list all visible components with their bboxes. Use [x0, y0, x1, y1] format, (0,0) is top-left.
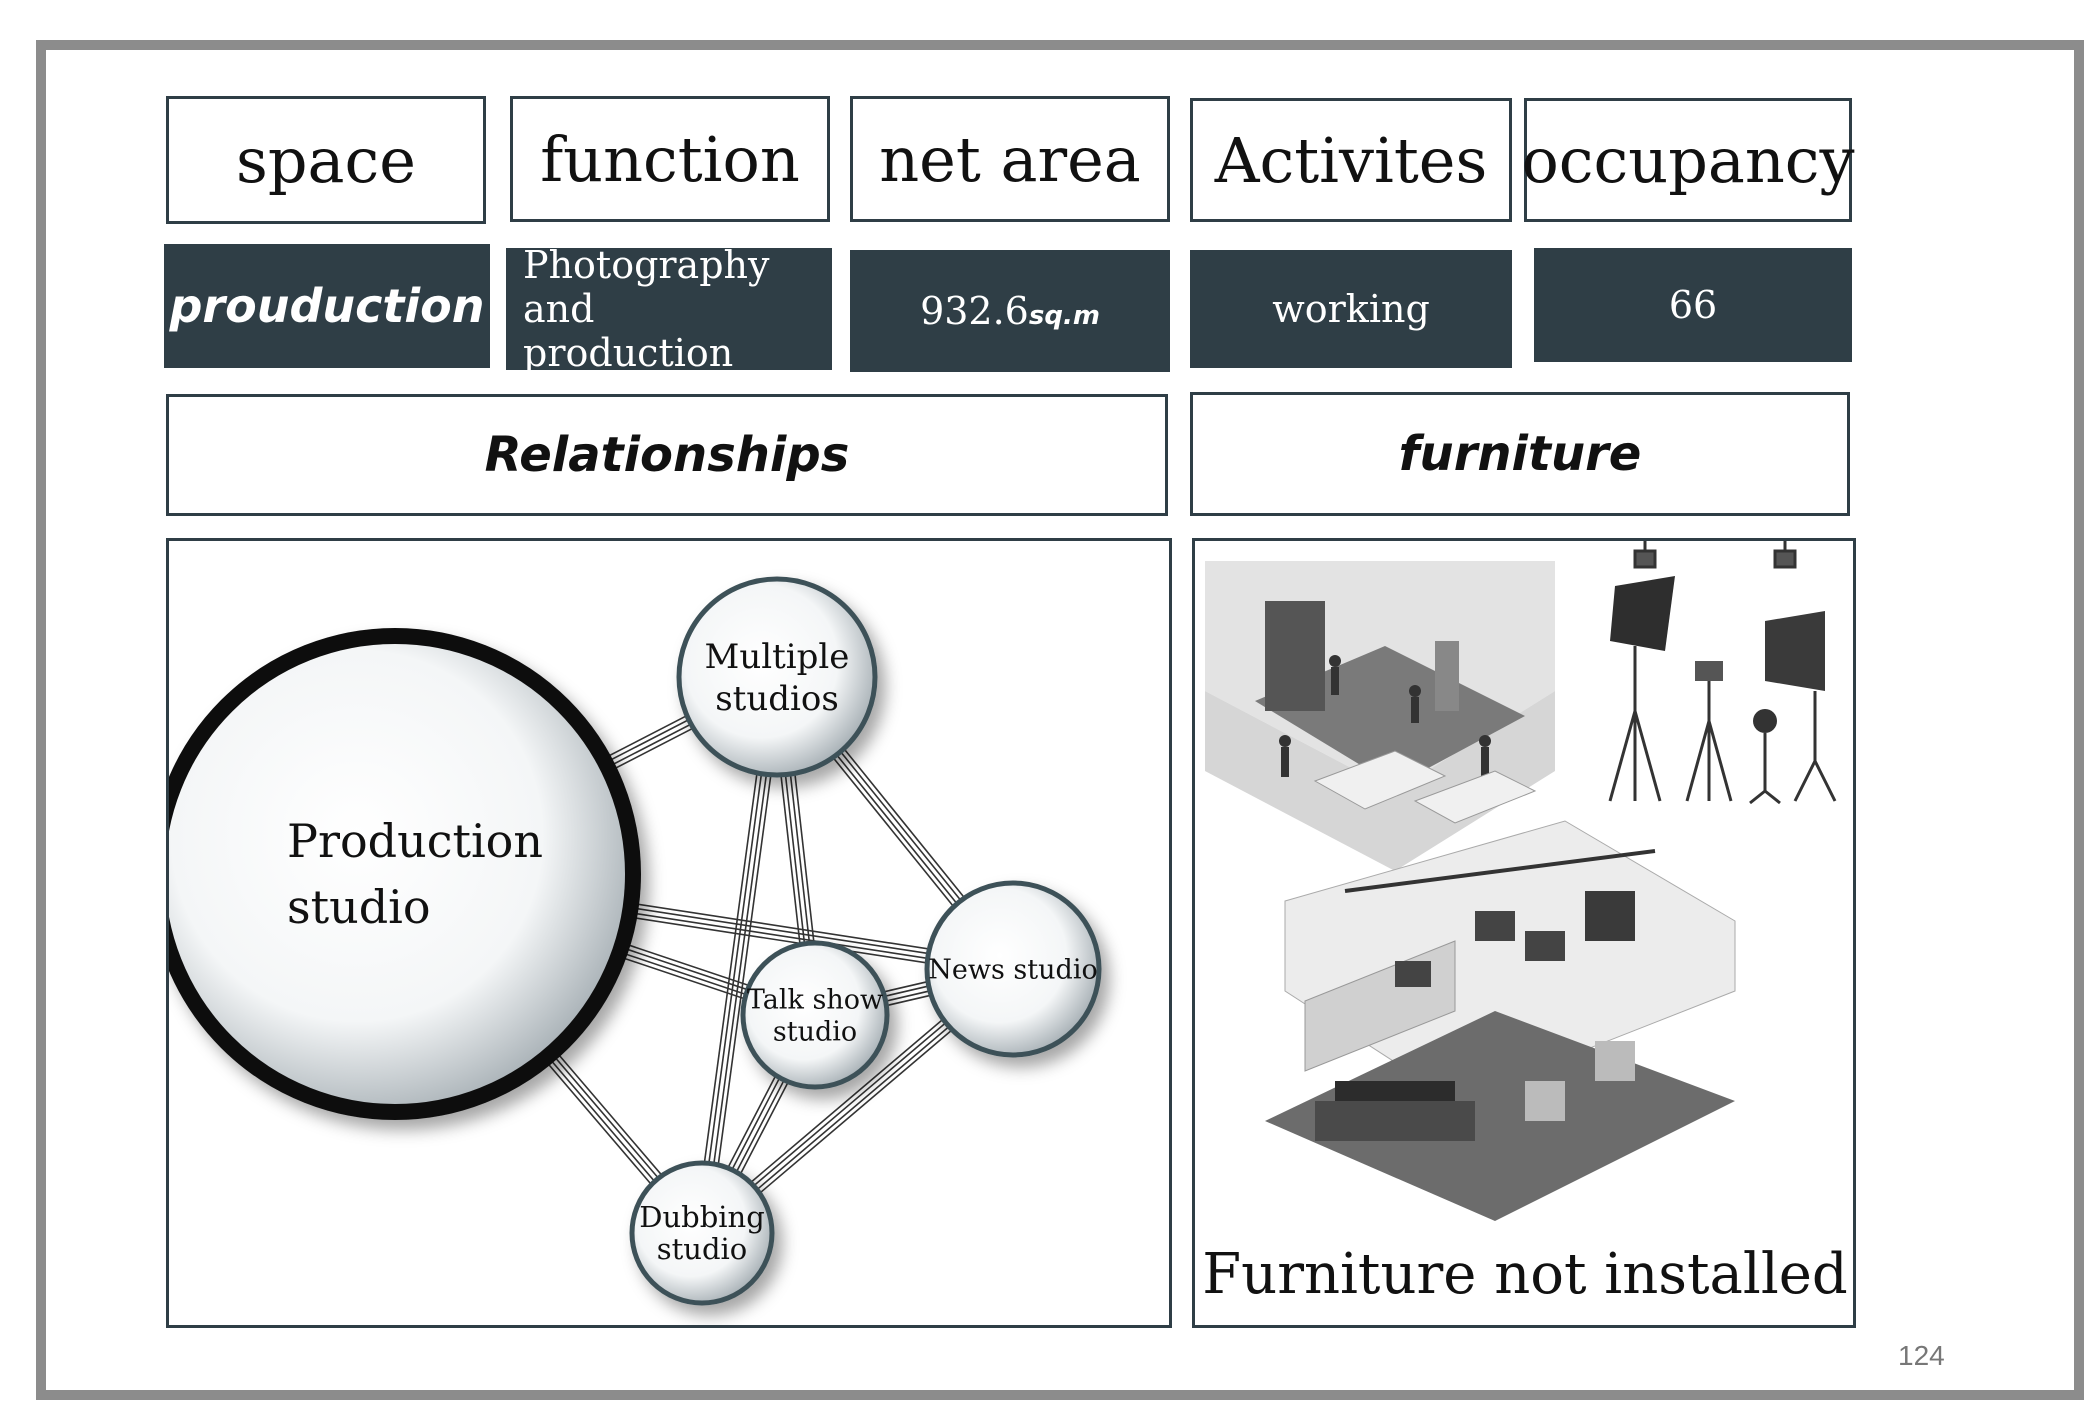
lighting-equipment-illustration — [1608, 541, 1837, 805]
value-function-line1: Photography and — [523, 243, 770, 331]
value-space-text: prouduction — [169, 279, 485, 333]
header-function: function — [510, 96, 830, 222]
value-function: Photography and production — [506, 243, 832, 375]
value-occupancy-text: 66 — [1668, 283, 1718, 327]
node-label-multiple: Multiple — [705, 637, 850, 677]
furniture-title-box: furniture — [1190, 392, 1850, 516]
furniture-panel: Furniture not installed — [1192, 538, 1856, 1328]
node-label-production: studio — [287, 880, 431, 934]
value-occupancy: 66 — [1534, 248, 1852, 362]
header-activities-label: Activites — [1214, 123, 1488, 197]
header-space: space — [166, 96, 486, 224]
furniture-illustration: Furniture not installed — [1202, 541, 1848, 1307]
node-circle-dubbing — [629, 1160, 775, 1306]
node-label-dubbing: Dubbing — [639, 1200, 765, 1234]
node-circle-talk — [740, 940, 890, 1090]
header-net-area: net area — [850, 96, 1170, 222]
photo-studio-illustration — [1205, 561, 1555, 871]
value-space: prouduction — [164, 244, 490, 368]
node-label-dubbing: studio — [657, 1232, 748, 1266]
node-circle-multiple — [676, 576, 878, 778]
tv-studio-illustration — [1265, 820, 1736, 1221]
node-label-news: News studio — [928, 954, 1097, 985]
header-function-label: function — [540, 122, 800, 196]
value-net-area-number: 932.6 — [920, 289, 1029, 333]
header-occupancy: occupancy — [1521, 98, 1855, 222]
node-label-production: Production — [287, 814, 543, 868]
node-label-talk: studio — [773, 1016, 857, 1047]
header-space-label: space — [236, 123, 416, 197]
node-circle-production — [149, 628, 641, 1120]
value-activities-text: working — [1272, 287, 1430, 331]
value-net-area-unit: sq.m — [1028, 301, 1100, 331]
relationships-title: Relationships — [484, 427, 850, 483]
page-number: 124 — [1898, 1340, 1945, 1371]
value-activities: working — [1190, 250, 1512, 368]
node-circle-news — [924, 880, 1102, 1058]
value-function-line2: production — [523, 331, 734, 375]
node-label-multiple: studios — [715, 679, 839, 719]
relationships-title-box: Relationships — [166, 394, 1168, 516]
furniture-title: furniture — [1398, 426, 1642, 482]
node-label-talk: Talk show — [747, 984, 883, 1015]
header-activities: Activites — [1190, 98, 1512, 222]
furniture-caption: Furniture not installed — [1202, 1242, 1847, 1307]
node-production: Production studio — [149, 628, 641, 1120]
node-news: News studio — [924, 880, 1102, 1058]
header-net-area-label: net area — [879, 122, 1141, 196]
header-occupancy-label: occupancy — [1521, 123, 1855, 197]
slide-frame — [36, 40, 2084, 1400]
